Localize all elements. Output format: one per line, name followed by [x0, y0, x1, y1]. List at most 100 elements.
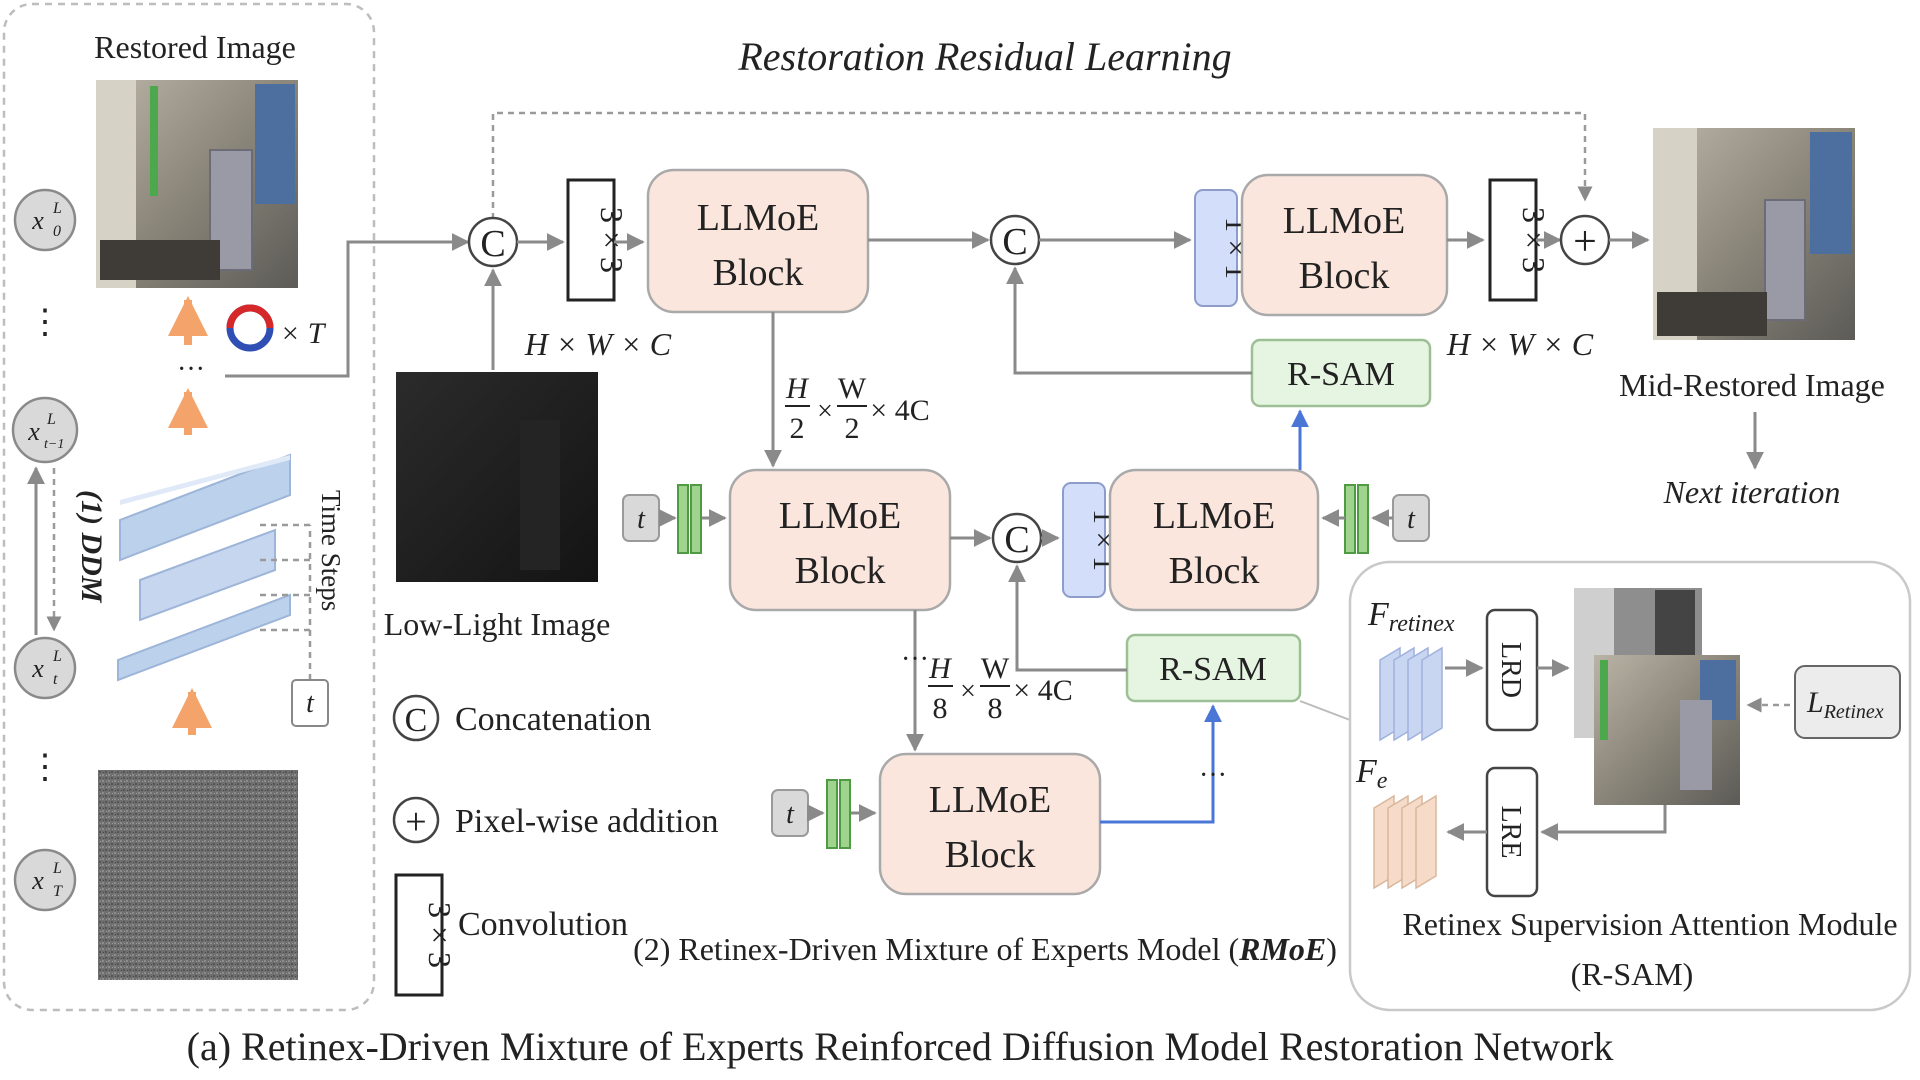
svg-text:t−1: t−1	[44, 437, 64, 452]
llmoe5-to-rsam2-arrow	[1100, 704, 1222, 824]
decomposition-images	[1574, 588, 1740, 805]
f-e-features	[1373, 794, 1437, 890]
f-e-label: Fe	[1355, 753, 1388, 794]
dim-full-left: H × W × C	[524, 326, 672, 362]
llmoe-block-3: LLMoE Block	[728, 468, 952, 612]
svg-text:L: L	[52, 860, 62, 877]
time-steps-label: Time Steps	[316, 490, 346, 611]
x0-node: x L 0	[13, 188, 77, 252]
decomp-to-lre-arrow	[1540, 805, 1667, 841]
noise-image	[98, 770, 298, 980]
svg-text:W: W	[838, 372, 867, 405]
f-retinex-label: Fretinex	[1367, 596, 1455, 637]
xt-1-node: x L t−1	[11, 396, 79, 464]
svg-text:H: H	[785, 372, 810, 405]
ddm-t-label: t	[306, 688, 315, 719]
rsam2-to-concat3-arrow	[1008, 564, 1127, 672]
legend-plus: + Pixel-wise addition	[392, 796, 718, 844]
rsam-module-title-1: Retinex Supervision Attention Module	[1402, 906, 1897, 942]
legend-concat: C Concatenation	[392, 694, 651, 742]
time-embedding-row3	[826, 779, 851, 849]
residual-dashed-arrow	[491, 111, 1593, 230]
svg-text:x: x	[31, 654, 44, 683]
loss-retinex-box: LRetinex	[1794, 665, 1901, 739]
svg-text:Block: Block	[795, 550, 886, 592]
next-iteration-label: Next iteration	[1663, 474, 1841, 510]
svg-text:× 4C: × 4C	[1013, 674, 1072, 707]
times-T-label: × T	[280, 317, 327, 350]
row3-dots-right: ···	[1199, 760, 1227, 791]
lrd-box: LRD	[1485, 608, 1539, 732]
svg-text:T: T	[53, 883, 63, 900]
ddm-dots-h: ···	[177, 354, 205, 385]
t-chip-row3: t	[771, 789, 809, 837]
rmoe-title: (2) Retinex-Driven Mixture of Experts Mo…	[633, 931, 1337, 967]
svg-text:Block: Block	[713, 252, 804, 294]
dim-half: H 2 × W 2 × 4C	[785, 372, 930, 445]
svg-text:LRD: LRD	[1495, 642, 1526, 698]
svg-text:t: t	[786, 799, 795, 830]
svg-text:H: H	[928, 652, 953, 685]
conv3-box-1: 3 × 3	[566, 178, 630, 302]
dim-full-right: H × W × C	[1446, 326, 1594, 362]
ddm-to-rmoe-arrow	[225, 233, 470, 378]
svg-text:C: C	[1004, 519, 1029, 561]
ddm-t-chip	[291, 679, 329, 727]
svg-text:C: C	[405, 702, 428, 739]
llmoe-block-2: LLMoE Block	[1240, 173, 1449, 317]
svg-text:L: L	[52, 648, 62, 665]
time-steps-connector	[255, 523, 312, 680]
loop-icon	[226, 304, 274, 352]
dim-eighth: H 8 × W 8 × 4C	[928, 652, 1073, 725]
svg-text:+: +	[405, 801, 426, 843]
svg-text:Pixel-wise addition: Pixel-wise addition	[455, 803, 718, 840]
time-embedding-row2-right	[1344, 484, 1369, 554]
rsam-zoom-connector	[1299, 700, 1351, 721]
svg-text:3 × 3: 3 × 3	[422, 902, 458, 968]
svg-text:Convolution: Convolution	[458, 906, 628, 943]
svg-text:L: L	[52, 200, 62, 217]
svg-text:× 4C: × 4C	[870, 394, 929, 427]
svg-text:Block: Block	[1169, 550, 1260, 592]
svg-text:t: t	[53, 671, 58, 688]
svg-text:LRetinex: LRetinex	[1806, 686, 1884, 723]
svg-text:x: x	[31, 866, 44, 895]
svg-text:x: x	[31, 206, 44, 235]
llmoe-block-5: LLMoE Block	[878, 752, 1102, 896]
svg-text:3 × 3: 3 × 3	[594, 207, 630, 273]
figure-caption: (a) Retinex-Driven Mixture of Experts Re…	[187, 1024, 1614, 1069]
svg-text:L: L	[46, 411, 56, 428]
svg-text:C: C	[480, 223, 505, 265]
rsam1-to-concat2-arrow	[1006, 266, 1252, 375]
denoise-network-stack	[117, 453, 291, 682]
time-embedding-row2-left	[677, 484, 702, 554]
svg-text:W: W	[981, 652, 1010, 685]
mid-restored-image	[1653, 128, 1855, 340]
svg-text:×: ×	[960, 676, 976, 707]
ddm-vdots-1: ⋮	[28, 304, 62, 341]
xt-node: x L t	[13, 636, 77, 700]
svg-text:LLMoE: LLMoE	[929, 779, 1051, 821]
svg-text:x: x	[27, 417, 40, 446]
svg-text:2: 2	[845, 412, 860, 445]
concat-node-3: C	[991, 512, 1043, 564]
f-retinex-features	[1379, 646, 1443, 742]
svg-text:Block: Block	[1299, 255, 1390, 297]
legend-conv: 3 × 3 Convolution	[394, 873, 628, 997]
lre-box: LRE	[1485, 766, 1539, 898]
plus-node: +	[1559, 214, 1611, 266]
mid-restored-label: Mid-Restored Image	[1619, 367, 1885, 403]
svg-text:+: +	[1573, 219, 1597, 265]
t-chip-row2-right: t	[1392, 494, 1430, 542]
svg-text:t: t	[637, 504, 646, 535]
svg-text:R-SAM: R-SAM	[1159, 651, 1267, 688]
svg-text:LLMoE: LLMoE	[1153, 495, 1275, 537]
concat-node-1: C	[467, 216, 519, 268]
svg-text:LLMoE: LLMoE	[779, 495, 901, 537]
svg-text:Block: Block	[945, 834, 1036, 876]
ddm-title: (1) DDM	[75, 490, 108, 604]
svg-text:Concatenation: Concatenation	[455, 701, 651, 738]
svg-text:t: t	[1407, 504, 1416, 535]
svg-text:LLMoE: LLMoE	[697, 197, 819, 239]
